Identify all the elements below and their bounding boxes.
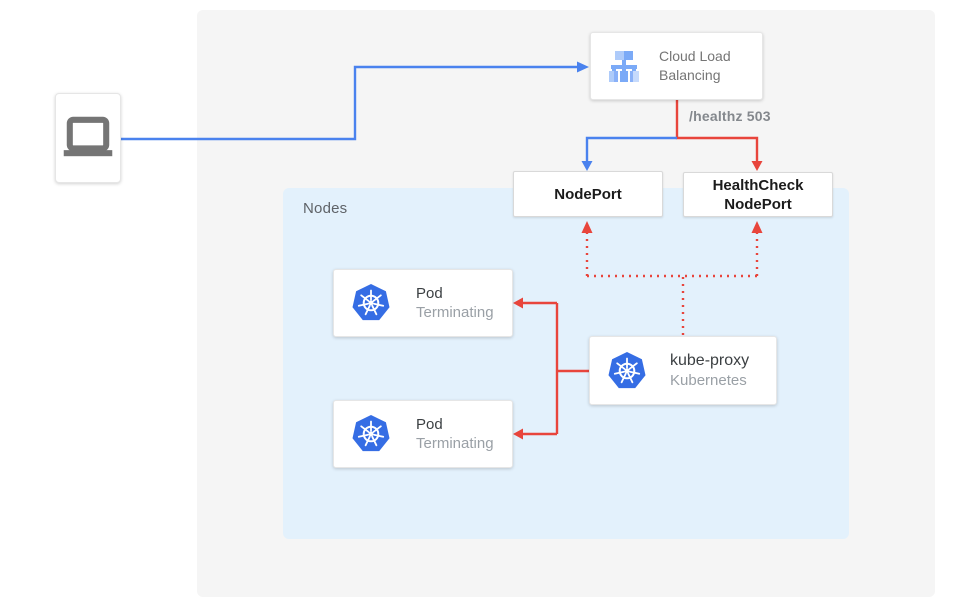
healthcheck-nodeport-node: HealthCheck NodePort: [683, 172, 833, 217]
kube-proxy-subtitle: Kubernetes: [670, 372, 747, 389]
pod-node-1: Pod Terminating: [333, 269, 513, 337]
cloud-load-balancing-icon: [604, 46, 644, 86]
pod-2-text: Pod Terminating: [416, 416, 494, 452]
pod-2-status: Terminating: [416, 435, 494, 452]
kubernetes-icon: [350, 283, 392, 323]
pod-1-text: Pod Terminating: [416, 285, 494, 321]
clb-label-line2: Balancing: [659, 67, 721, 83]
healthz-status-label: /healthz 503: [689, 108, 771, 124]
kube-proxy-text: kube-proxy Kubernetes: [670, 352, 749, 389]
kubernetes-icon: [350, 414, 392, 454]
client-device-node: [55, 93, 121, 183]
nodeport-label: NodePort: [554, 185, 622, 203]
kubernetes-icon: [606, 351, 648, 391]
cloud-load-balancing-label: Cloud Load Balancing: [659, 47, 731, 85]
pod-node-2: Pod Terminating: [333, 400, 513, 468]
healthcheck-nodeport-label-line1: HealthCheck: [712, 176, 804, 194]
pod-1-status: Terminating: [416, 304, 494, 321]
cloud-load-balancing-node: Cloud Load Balancing: [590, 32, 763, 100]
kube-proxy-title: kube-proxy: [670, 352, 750, 369]
nodes-panel-label: Nodes: [303, 200, 348, 217]
laptop-icon: [62, 115, 114, 161]
pod-2-title: Pod: [416, 416, 443, 433]
nodeport-node: NodePort: [513, 171, 663, 217]
clb-label-line1: Cloud Load: [659, 48, 731, 64]
kube-proxy-node: kube-proxy Kubernetes: [589, 336, 777, 405]
pod-1-title: Pod: [416, 285, 443, 302]
healthcheck-nodeport-label-line2: NodePort: [724, 195, 792, 213]
